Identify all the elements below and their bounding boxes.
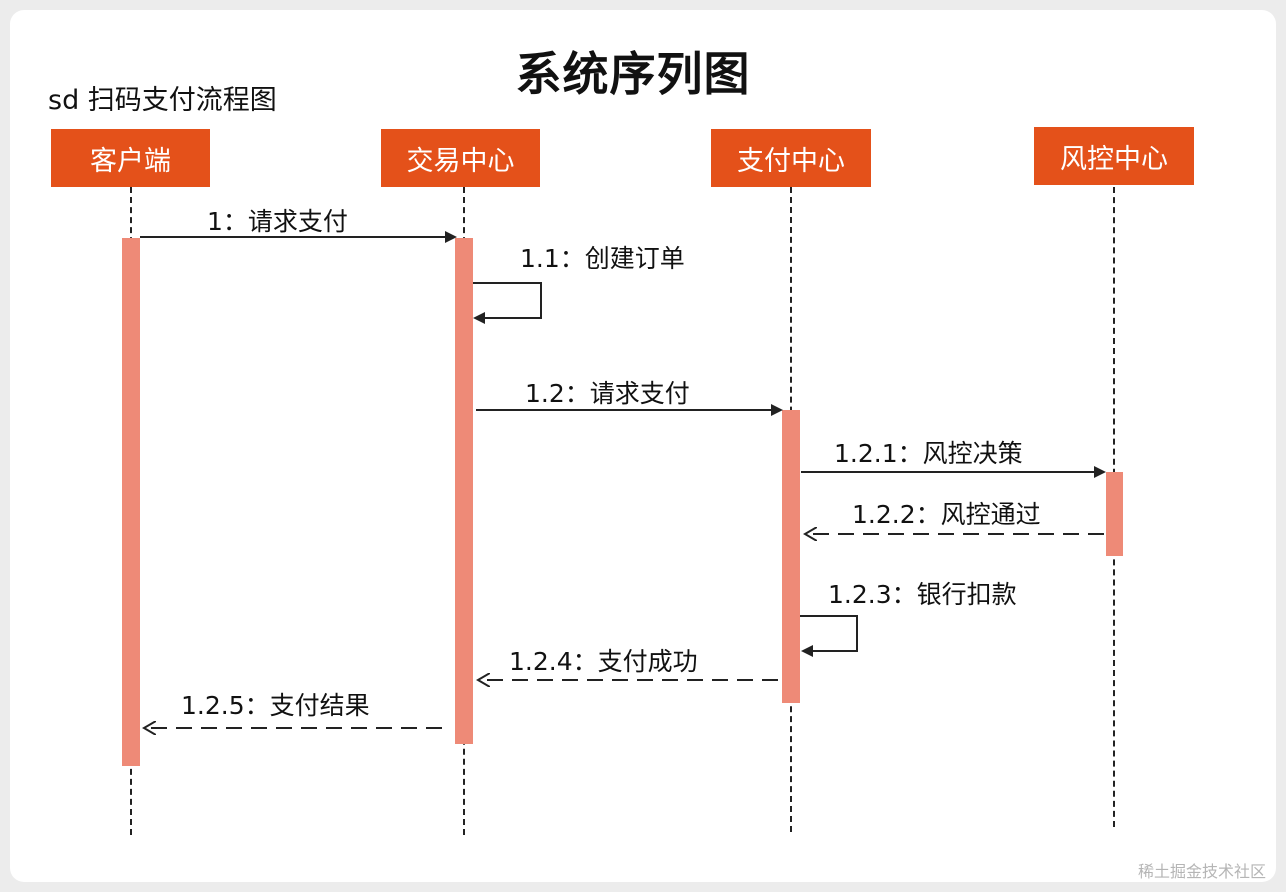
msg-label-1-2-1: 1.2.1：风控决策 xyxy=(834,439,1023,468)
msg-label-1-2-5: 1.2.5：支付结果 xyxy=(181,691,370,720)
activation-pay-center xyxy=(782,410,800,703)
msg-label-1-2: 1.2：请求支付 xyxy=(525,379,690,408)
actor-risk-center: 风控中心 xyxy=(1034,127,1194,185)
actor-pay-center: 支付中心 xyxy=(711,129,871,187)
msg-label-1: 1：请求支付 xyxy=(207,207,348,236)
arrow-msg-1-1 xyxy=(473,282,542,324)
activation-trade-center xyxy=(455,238,473,744)
watermark: 稀土掘金技术社区 xyxy=(1137,862,1266,881)
diagram-title: 系统序列图 xyxy=(515,47,751,101)
actor-trade-center: 交易中心 xyxy=(381,129,540,187)
msg-label-1-1: 1.1：创建订单 xyxy=(520,244,685,273)
msg-label-1-2-2: 1.2.2：风控通过 xyxy=(852,500,1041,529)
msg-label-1-2-3: 1.2.3：银行扣款 xyxy=(828,580,1017,609)
activation-risk-center xyxy=(1106,472,1123,556)
actor-client: 客户端 xyxy=(51,129,210,187)
diagram-subtitle: sd 扫码支付流程图 xyxy=(48,85,277,116)
activation-client xyxy=(122,238,140,766)
msg-label-1-2-4: 1.2.4：支付成功 xyxy=(509,647,698,676)
arrow-msg-1-2-3 xyxy=(800,615,858,657)
